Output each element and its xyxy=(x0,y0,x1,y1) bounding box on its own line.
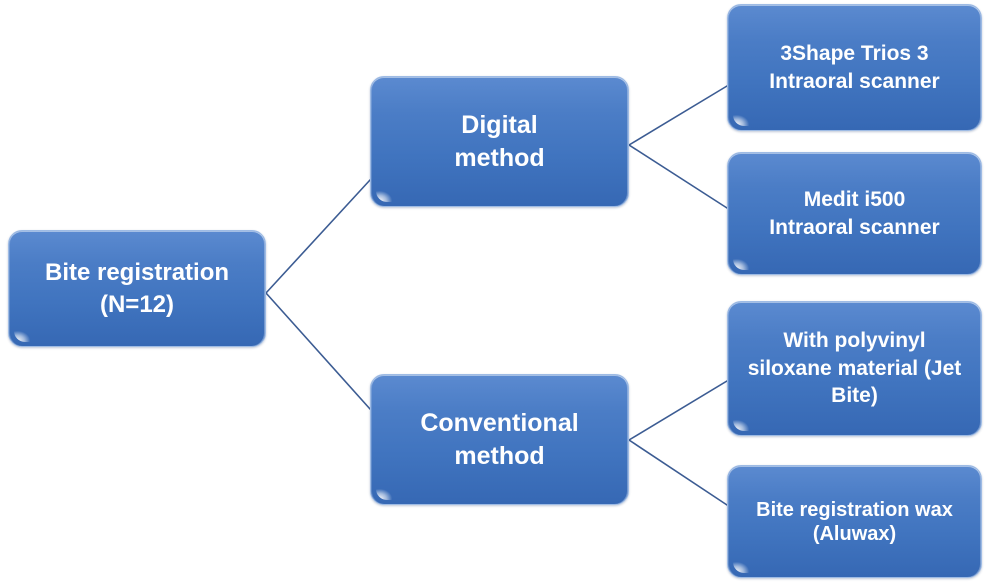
node-label: Bite registration wax (Aluwax) xyxy=(756,498,953,545)
node-bite-registration[interactable]: Bite registration (N=12) xyxy=(8,230,266,347)
node-3shape-trios-3-intraoral-scanner[interactable]: 3Shape Trios 3 Intraoral scanner xyxy=(727,4,982,131)
node-label: Bite registration (N=12) xyxy=(44,258,230,318)
node-label: Medit i500 Intraoral scanner xyxy=(769,187,940,239)
node-label: Conventional method xyxy=(420,408,579,470)
edge-root-to-digital xyxy=(265,179,371,294)
edge-root-to-conventional xyxy=(265,292,371,410)
node-bite-registration-wax-aluwax[interactable]: Bite registration wax (Aluwax) xyxy=(727,465,982,578)
node-label: With polyvinyl siloxane material (Jet Bi… xyxy=(747,328,962,408)
node-medit-i500-intraoral-scanner[interactable]: Medit i500 Intraoral scanner xyxy=(727,152,982,275)
edge-conventional-to-wax xyxy=(628,439,728,506)
node-digital-method[interactable]: Digital method xyxy=(370,76,629,207)
node-conventional-method[interactable]: Conventional method xyxy=(370,374,629,505)
edge-conventional-to-pvs xyxy=(628,380,728,441)
node-label: 3Shape Trios 3 Intraoral scanner xyxy=(769,41,940,93)
node-polyvinyl-siloxane-jet-bite[interactable]: With polyvinyl siloxane material (Jet Bi… xyxy=(727,301,982,436)
edge-digital-to-medit xyxy=(628,144,728,209)
edge-digital-to-trios xyxy=(628,85,728,146)
node-label: Digital method xyxy=(454,110,545,172)
